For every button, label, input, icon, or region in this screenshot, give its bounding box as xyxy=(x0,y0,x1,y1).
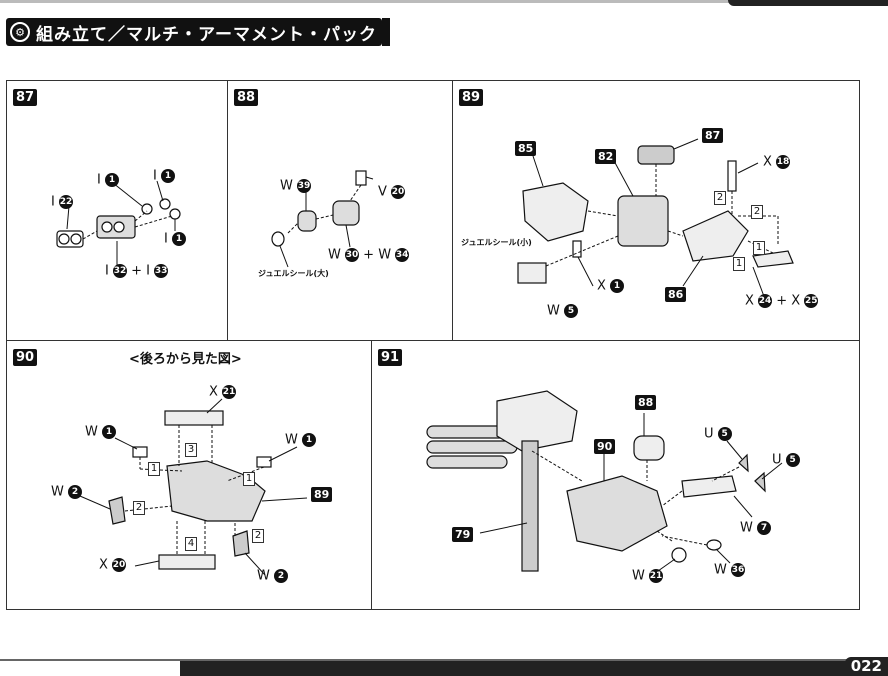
part-89: 89 xyxy=(311,487,333,502)
part-88: 88 xyxy=(635,395,657,410)
step-box: 2 xyxy=(751,205,763,219)
step-number: 87 xyxy=(13,89,38,106)
label-i-1-top: I 1 xyxy=(97,173,119,188)
step-91-illustration xyxy=(426,390,783,572)
step-number: 88 xyxy=(234,89,259,106)
step-box: 3 xyxy=(185,443,197,457)
step-box: 4 xyxy=(185,537,197,551)
label-w-7: W 7 xyxy=(740,521,771,536)
step-box: 2 xyxy=(714,191,726,205)
label-x-18: X 18 xyxy=(763,154,791,170)
label-w-1-left: W 1 xyxy=(85,425,116,440)
footer-rule xyxy=(0,659,888,661)
part-79: 79 xyxy=(452,527,474,542)
step-88-panel: 88 W 39 V 20 W 30 + W 34 ジュエルシール(大) xyxy=(227,80,453,341)
view-caption: <後ろから見た図> xyxy=(129,352,242,367)
step-number: 91 xyxy=(378,349,403,366)
label-x-1: X 1 xyxy=(597,279,625,294)
top-rule xyxy=(0,0,888,3)
part-82: 82 xyxy=(595,149,617,164)
step-box: 2 xyxy=(133,501,145,515)
step-box: 1 xyxy=(733,257,745,271)
page-footer: 022 xyxy=(0,653,888,676)
step-87-panel: 87 I 1 I 1 I 22 I 1 I 32 + I 33 xyxy=(6,80,228,341)
label-w-36: W 36 xyxy=(714,562,745,578)
label-w-2-left: W 2 xyxy=(51,485,82,500)
step-number: 90 xyxy=(13,349,38,366)
label-w-39: W 39 xyxy=(280,178,311,194)
label-w-1-right: W 1 xyxy=(285,433,316,448)
section-title: 組み立て／マルチ・アーマメント・パック xyxy=(36,24,377,45)
part-86: 86 xyxy=(665,287,687,302)
label-i-22: I 22 xyxy=(51,194,73,210)
page-number: 022 xyxy=(844,657,888,676)
step-box: 1 xyxy=(753,241,765,255)
label-i-32-i-33: I 32 + I 33 xyxy=(105,263,169,279)
footer-band xyxy=(180,661,888,676)
label-i-1-right: I 1 xyxy=(153,169,175,184)
part-87: 87 xyxy=(702,128,724,143)
step-box: 1 xyxy=(243,472,255,486)
step-box: 2 xyxy=(252,529,264,543)
label-u-5-left: U 5 xyxy=(704,427,732,442)
label-x-21: X 21 xyxy=(209,384,237,400)
step-90-illustration xyxy=(72,398,308,576)
label-u-5-right: U 5 xyxy=(772,453,800,468)
label-w-5: W 5 xyxy=(547,304,578,319)
step-91-panel: 91 88 90 79 U 5 U 5 W 7 xyxy=(371,340,860,610)
label-x-24-x-25: X 24 + X 25 xyxy=(745,293,819,309)
label-w-2-right: W 2 xyxy=(257,569,288,584)
step-89-illustration xyxy=(517,138,794,300)
top-corner-tab xyxy=(728,0,888,6)
header-tail xyxy=(382,18,390,46)
label-v-20: V 20 xyxy=(378,184,406,200)
section-header: ⚙ 組み立て／マルチ・アーマメント・パック xyxy=(6,18,390,46)
part-85: 85 xyxy=(515,141,537,156)
label-x-20: X 20 xyxy=(99,557,127,573)
part-90: 90 xyxy=(594,439,616,454)
label-i-1-bottom: I 1 xyxy=(164,232,186,247)
jewel-seal-small-label: ジュエルシール(小) xyxy=(461,238,532,247)
step-87-illustration xyxy=(56,180,181,265)
label-w-30-w-34: W 30 + W 34 xyxy=(328,247,410,263)
step-90-panel: 90 <後ろから見た図> X 21 W 1 W 1 W 2 89 X 20 W … xyxy=(6,340,372,610)
step-88-illustration xyxy=(271,170,374,268)
label-w-21: W 21 xyxy=(632,568,663,584)
gear-icon: ⚙ xyxy=(10,22,30,42)
step-number: 89 xyxy=(459,89,484,106)
step-box: 1 xyxy=(148,462,160,476)
jewel-seal-large-label: ジュエルシール(大) xyxy=(258,269,329,278)
step-89-panel: 89 85 82 87 86 X 18 ジュエルシール(小) X 1 W xyxy=(452,80,860,341)
